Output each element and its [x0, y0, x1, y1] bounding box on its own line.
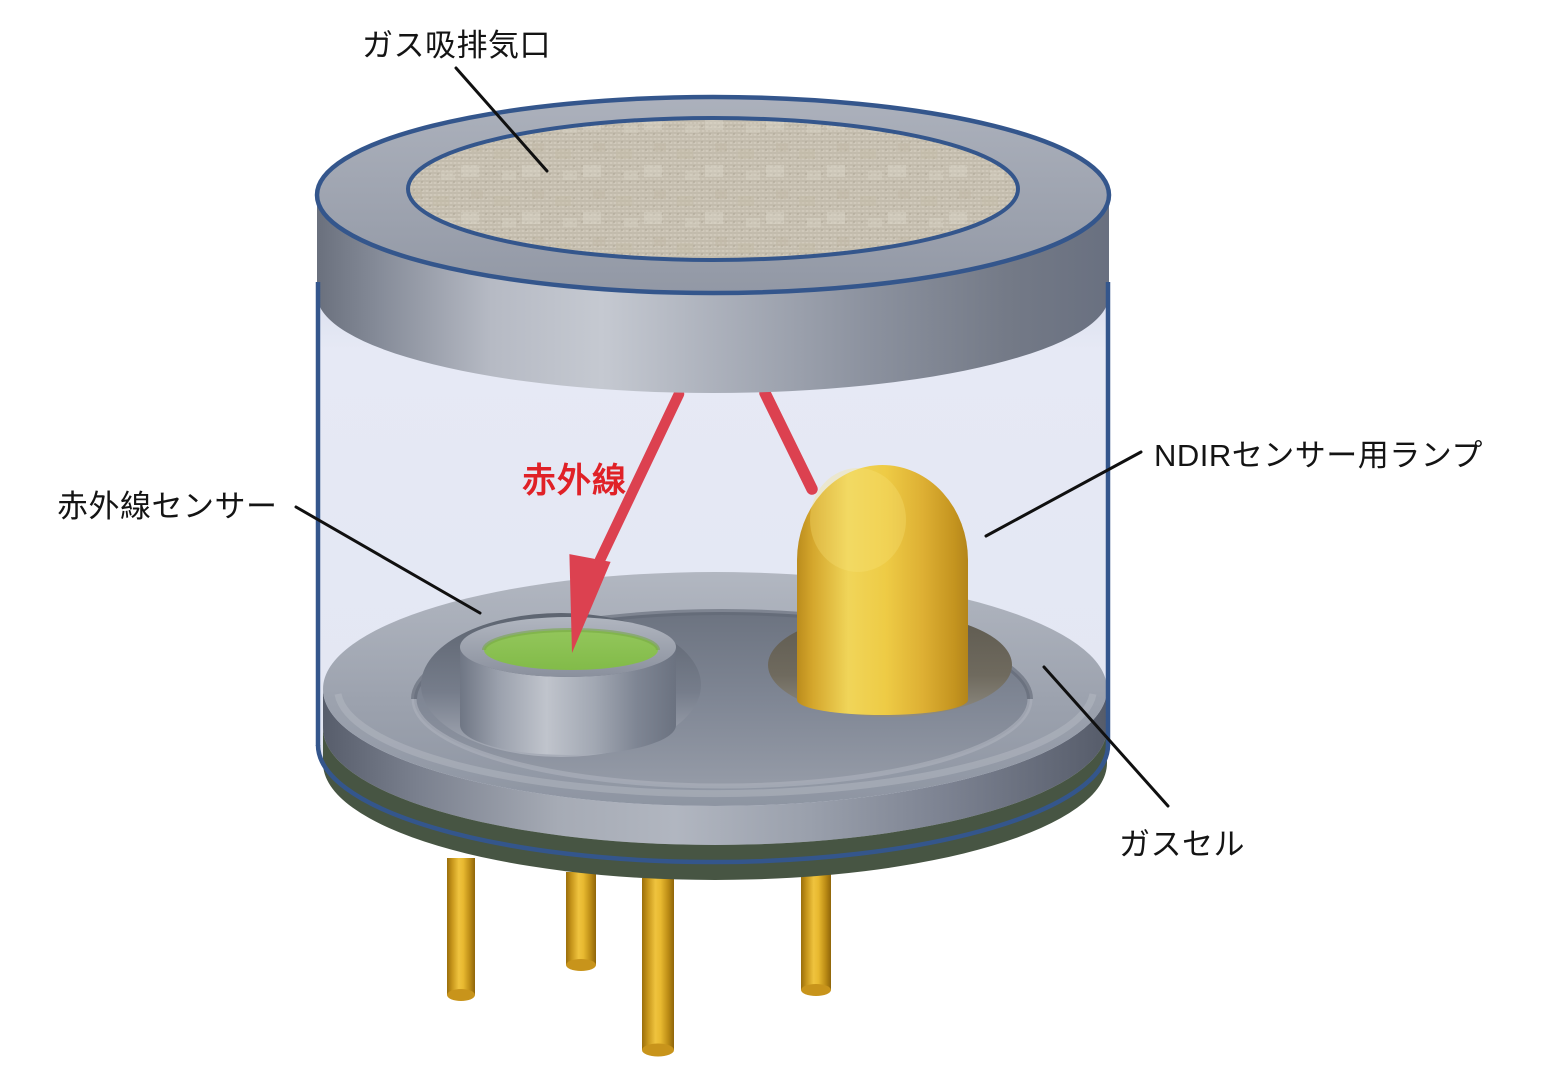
leader-ir-sensor [294, 505, 482, 615]
leader-ndir-lamp [984, 450, 1143, 538]
infrared-arrow-left [569, 388, 685, 653]
leader-lines [294, 66, 1170, 808]
lamp-highlight [810, 468, 906, 572]
sensor-window-green [484, 630, 658, 670]
ndir-lamp [797, 465, 968, 715]
gold-pins [447, 858, 831, 1057]
sensor-window-shade [482, 628, 660, 651]
ir-sensor-label: 赤外線センサー [57, 489, 278, 524]
pin-4 [801, 868, 831, 996]
gas-cell-label: ガスセル [1119, 827, 1245, 862]
ndir-lamp-label: NDIRセンサー用ランプ [1154, 438, 1483, 473]
base-disc-side [323, 689, 1107, 845]
glass-body-outline [315, 282, 1111, 865]
infrared-ray-right [759, 387, 818, 495]
pin-2 [566, 872, 596, 971]
glass-edge-bottom [315, 744, 1111, 865]
pin-1 [447, 858, 475, 1001]
gas-port-label: ガス吸排気口 [362, 28, 551, 63]
gas-port-mesh-mottle [406, 116, 1020, 262]
ir-sensor-cylinder [460, 617, 676, 755]
base-rim-highlight [334, 693, 1097, 798]
leader-gas-port [454, 66, 549, 173]
recess-inner-light [411, 698, 1033, 789]
infrared-ray-label: 赤外線 [522, 462, 627, 500]
pcb-layer [323, 728, 1107, 880]
top-cap-ring [314, 94, 1112, 393]
pin-3 [642, 878, 674, 1057]
leader-gas-cell [1042, 665, 1170, 808]
